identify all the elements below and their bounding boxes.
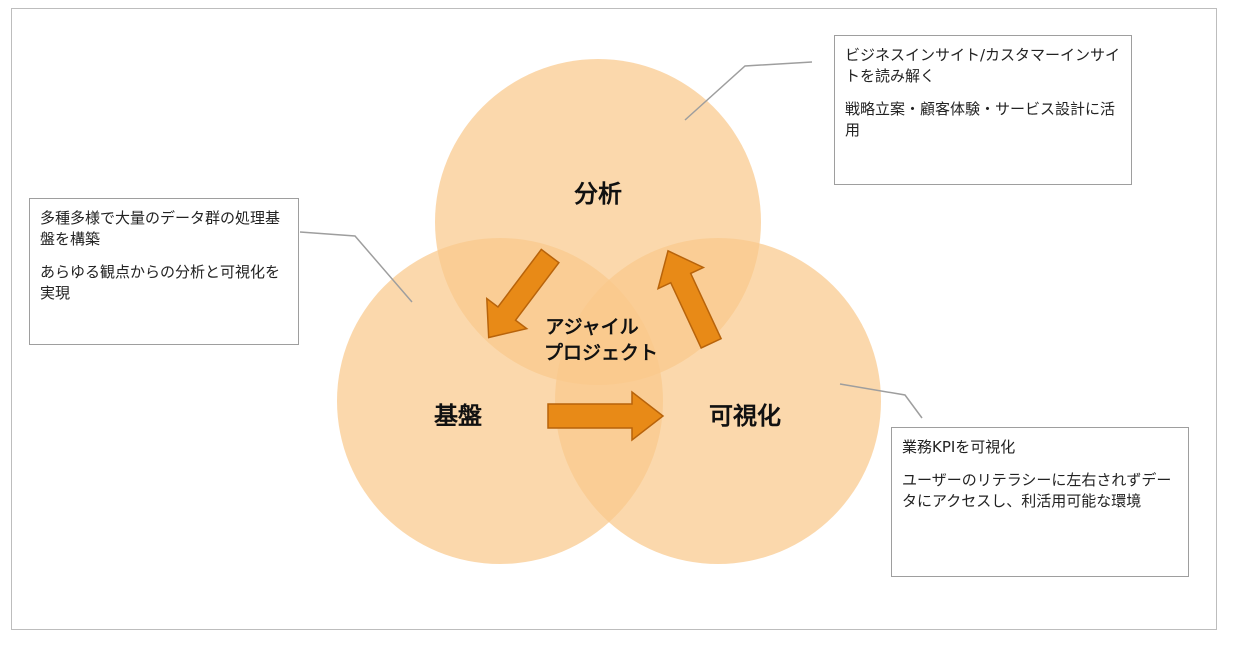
label-analysis: 分析 [574, 180, 622, 208]
diagram-frame [11, 8, 1217, 630]
note-visualization-line1: 業務KPIを可視化 [902, 438, 1016, 456]
note-visualization: 業務KPIを可視化 ユーザーのリテラシーに左右されずデータにアクセスし、利活用可… [891, 427, 1189, 577]
connector-top-right [684, 61, 813, 121]
connector-left [299, 231, 413, 303]
label-infrastructure: 基盤 [434, 402, 483, 430]
note-analysis: ビジネスインサイト/カスタマーインサイトを読み解く 戦略立案・顧客体験・サービス… [834, 35, 1132, 185]
note-infrastructure: 多種多様で大量のデータ群の処理基盤を構築 あらゆる観点からの分析と可視化を実現 [29, 198, 299, 345]
arrow-analysis-to-infrastructure [485, 248, 560, 339]
note-visualization-line2: ユーザーのリテラシーに左右されずデータにアクセスし、利活用可能な環境 [902, 471, 1172, 510]
note-analysis-line1: ビジネスインサイト/カスタマーインサイトを読み解く [845, 46, 1121, 85]
label-visualization: 可視化 [709, 402, 781, 430]
arrow-infrastructure-to-visualization [547, 390, 665, 442]
note-infrastructure-line2: あらゆる観点からの分析と可視化を実現 [40, 263, 281, 302]
note-infrastructure-line1: 多種多様で大量のデータ群の処理基盤を構築 [40, 209, 281, 248]
arrow-visualization-to-analysis [656, 249, 723, 349]
connector-bottom-right [839, 383, 923, 419]
label-agile-line1: アジャイル [545, 316, 638, 338]
note-analysis-line2: 戦略立案・顧客体験・サービス設計に活用 [845, 100, 1116, 139]
label-agile-line2: プロジェクト [544, 341, 658, 364]
circle-visualization [555, 238, 881, 564]
